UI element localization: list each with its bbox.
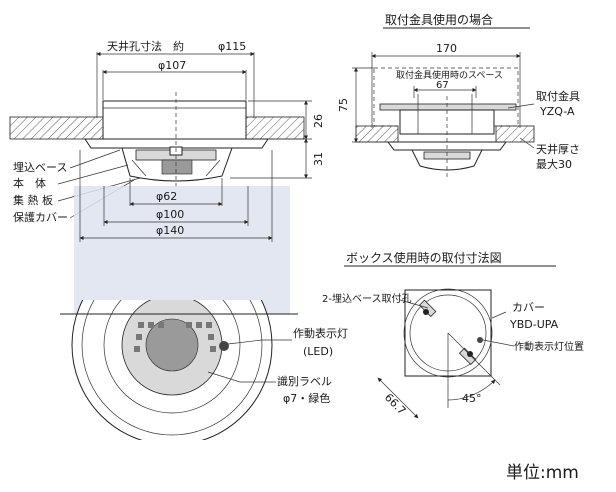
bracket-view: 取付金具使用の場合 170 取付金具使用時のスペース 67 75 取付金具 (337, 12, 580, 178)
dim-26: 26 (312, 114, 325, 128)
label-heatsink: 集 熱 板 (13, 193, 53, 207)
label-body: 本 体 (13, 176, 46, 190)
space-label: 取付金具使用時のスペース (396, 69, 503, 81)
dim-170: 170 (436, 42, 457, 55)
dim-107: φ107 (158, 59, 186, 72)
dim-75: 75 (337, 98, 350, 112)
ceiling-thickness-max: 最大30 (536, 157, 572, 171)
bracket-model: YZQ-A (539, 105, 575, 118)
id-spec: φ7・緑色 (283, 391, 330, 405)
ceiling-hole-value: φ115 (218, 40, 246, 53)
dim-31: 31 (312, 152, 325, 166)
cover-label: カバー (512, 301, 545, 314)
bracket-label: 取付金具 (536, 89, 580, 103)
flange (84, 138, 269, 149)
side-view: 天井孔寸法 約 φ115 φ107 26 31 埋込ベース 本 体 集 熱 板 … (9, 39, 325, 224)
box-title: ボックス使用時の取付寸法図 (346, 250, 502, 265)
bracket-title: 取付金具使用の場合 (385, 12, 493, 27)
holes-label: 2-埋込ベース取付孔 (322, 292, 411, 305)
lower-dimensions: φ62 φ100 φ140 (79, 150, 273, 242)
highlight-panel (74, 186, 290, 314)
ceiling-left (9, 116, 104, 140)
box-view: ボックス使用時の取付寸法図 2-埋込ベース取付孔 カバー YBD-UPA 作動表… (322, 250, 584, 419)
bottom-view (71, 300, 273, 440)
dim-66-7: 66.7 (382, 391, 409, 418)
led-paren: (LED) (303, 345, 333, 358)
id-label: 識別ラベル (277, 375, 332, 388)
dim-140: φ140 (156, 224, 184, 237)
angle-45: 45° (462, 392, 482, 405)
dim-67: 67 (436, 80, 449, 91)
box-led-position (477, 337, 483, 343)
label-cover: 保護カバー (13, 210, 68, 224)
cover-model: YBD-UPA (509, 318, 559, 331)
dim-62: φ62 (156, 190, 177, 203)
unit-label: 単位:mm (506, 463, 579, 483)
led-label: 作動表示灯 (293, 326, 348, 340)
led-position-label: 作動表示灯位置 (514, 340, 584, 353)
embedded-base (102, 100, 247, 140)
ceiling-thickness-label: 天井厚さ (536, 142, 580, 156)
label-base: 埋込ベース (13, 161, 67, 174)
ceiling-right (245, 116, 305, 140)
ceiling-hole-label: 天井孔寸法 約 (107, 39, 184, 53)
led-indicator (219, 341, 229, 351)
dim-100: φ100 (156, 208, 184, 221)
